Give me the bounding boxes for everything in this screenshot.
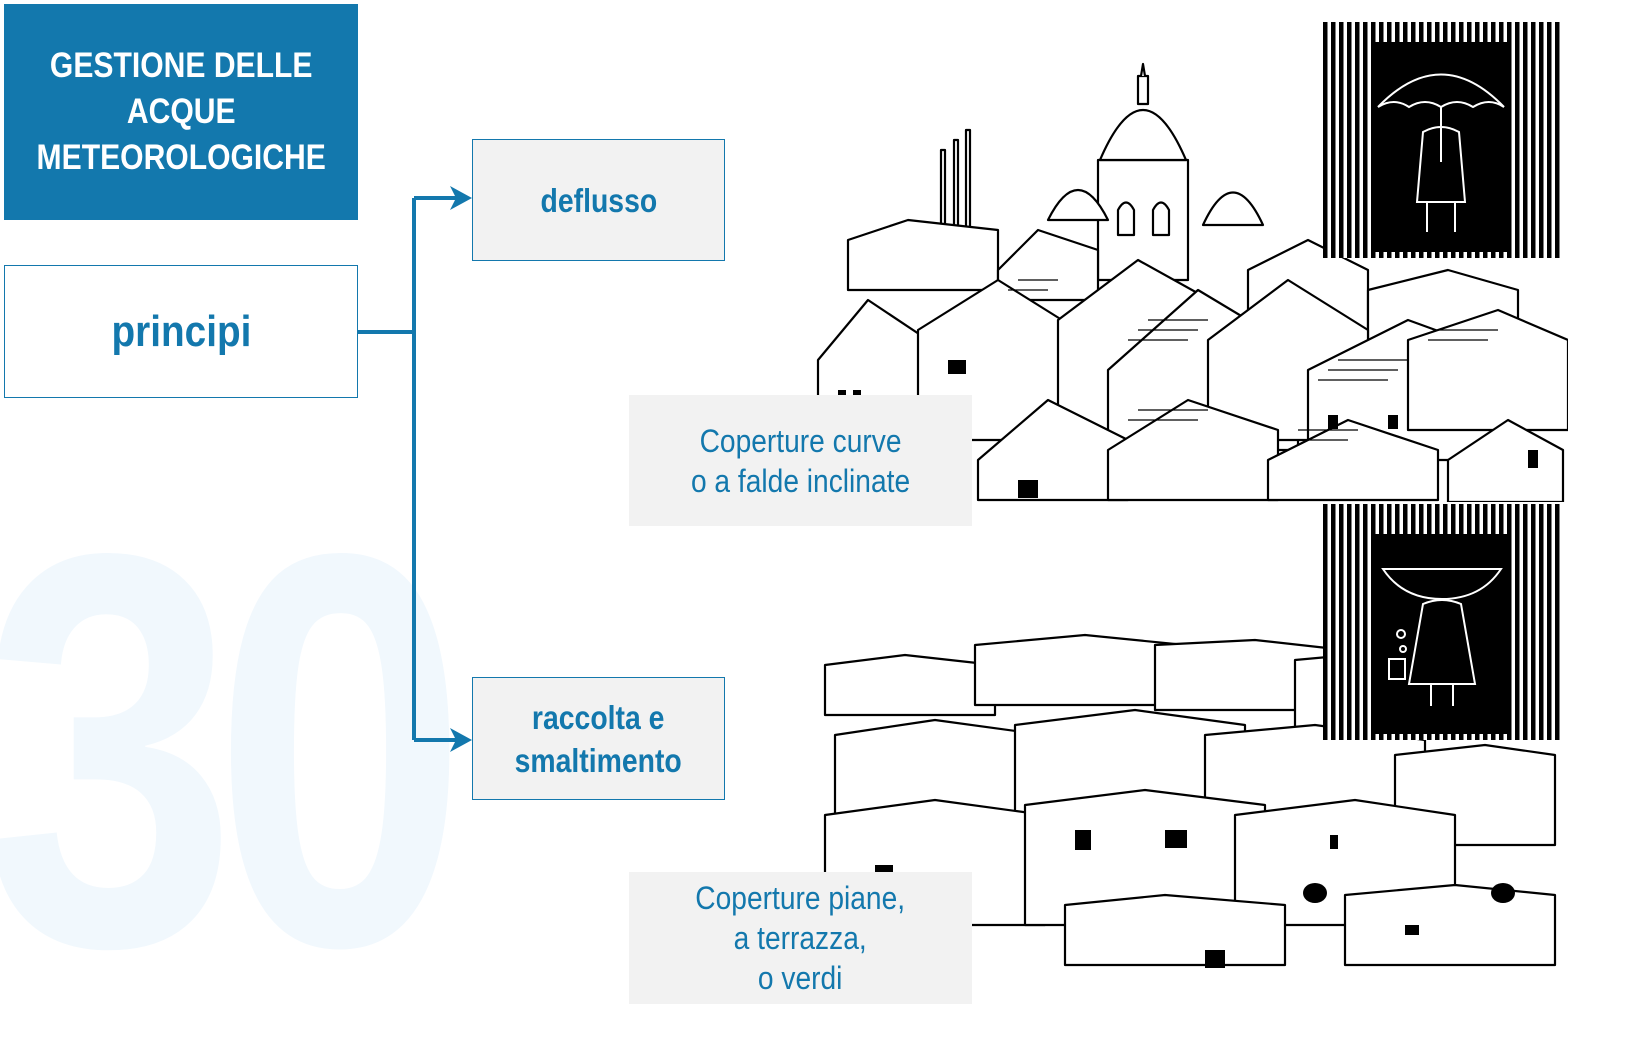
umbrella-figure-icon xyxy=(1323,22,1561,258)
branch-node-label-line-1: raccolta e xyxy=(532,698,665,736)
background-number: 30 xyxy=(0,437,468,1063)
branch-node-raccolta: raccolta e smaltimento xyxy=(472,677,725,800)
flat-roof-town-illustration xyxy=(823,633,1557,968)
arrow-right-icon xyxy=(450,186,472,210)
root-node-principi: principi xyxy=(4,265,358,398)
caption-text: Coperture curve o a falde inclinate xyxy=(690,422,911,499)
title-line-1: GESTIONE DELLE xyxy=(49,46,313,85)
caption-sloped-roofs: Coperture curve o a falde inclinate xyxy=(629,395,972,526)
root-node-label: principi xyxy=(111,306,251,356)
sloped-roof-town-illustration xyxy=(816,62,1568,502)
branch-node-label: deflusso xyxy=(540,181,657,219)
title-line-2: ACQUE xyxy=(126,92,236,131)
branch-node-label-line-2: smaltimento xyxy=(514,741,683,779)
title-line-3: METEOROLOGICHE xyxy=(36,138,326,177)
arrow-right-icon xyxy=(450,728,472,752)
caption-text: Coperture piane, a terrazza, o verdi xyxy=(695,880,906,996)
basket-figure-icon xyxy=(1323,504,1561,740)
title-box: GESTIONE DELLE ACQUE METEOROLOGICHE xyxy=(4,4,358,220)
branch-node-deflusso: deflusso xyxy=(472,139,725,261)
caption-flat-roofs: Coperture piane, a terrazza, o verdi xyxy=(629,872,972,1004)
